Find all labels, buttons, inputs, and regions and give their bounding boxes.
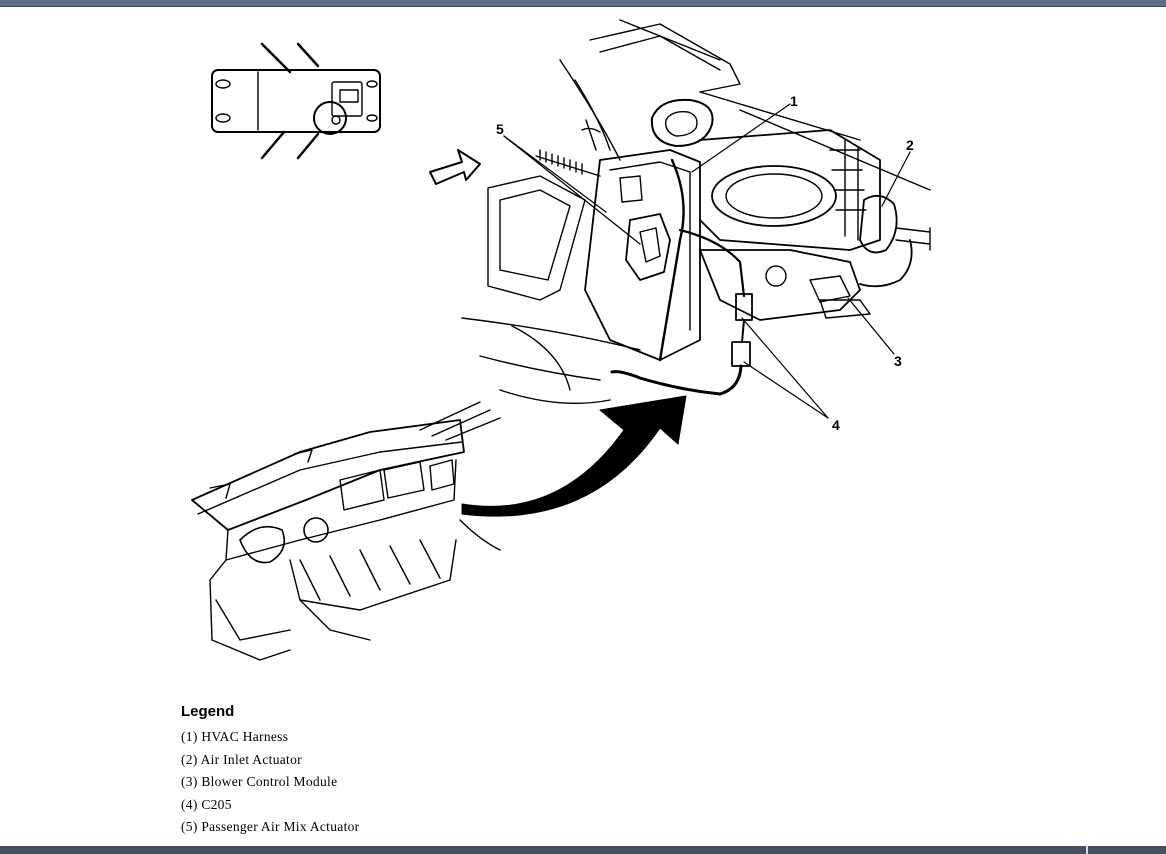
hvac-module-detail-view: [461, 19, 931, 405]
legend-item-air-inlet-actuator: (2) Air Inlet Actuator: [181, 751, 302, 767]
legend-item-hvac-harness: (1) HVAC Harness: [181, 729, 289, 744]
view-direction-arrow: [461, 395, 687, 517]
callout-2: 2: [906, 137, 914, 153]
callout-4: 4: [832, 417, 840, 433]
bottom-bar-divider: [1086, 846, 1088, 854]
bottom-frame-bar: [0, 846, 1166, 854]
hvac-component-diagram: 1 2 3 4 5: [180, 14, 960, 674]
legend-item-passenger-air-mix-actuator: (5) Passenger Air Mix Actuator: [181, 819, 360, 834]
legend: Legend (1) HVAC Harness (2) Air Inlet Ac…: [181, 703, 681, 839]
legend-title: Legend: [181, 703, 235, 720]
forward-arrow-icon: [429, 149, 481, 185]
callout-3: 3: [894, 353, 902, 369]
legend-item-c205: (4) C205: [181, 796, 232, 812]
legend-list: (1) HVAC Harness (2) Air Inlet Actuator …: [181, 726, 681, 839]
callout-leaders: [503, 103, 911, 419]
callout-1: 1: [790, 93, 798, 109]
callout-5: 5: [496, 121, 504, 137]
top-frame-bar: [0, 0, 1166, 7]
legend-item-blower-control-module: (3) Blower Control Module: [181, 774, 338, 789]
vehicle-locator-icon: [211, 42, 381, 160]
instrument-panel-overview: [191, 401, 501, 661]
